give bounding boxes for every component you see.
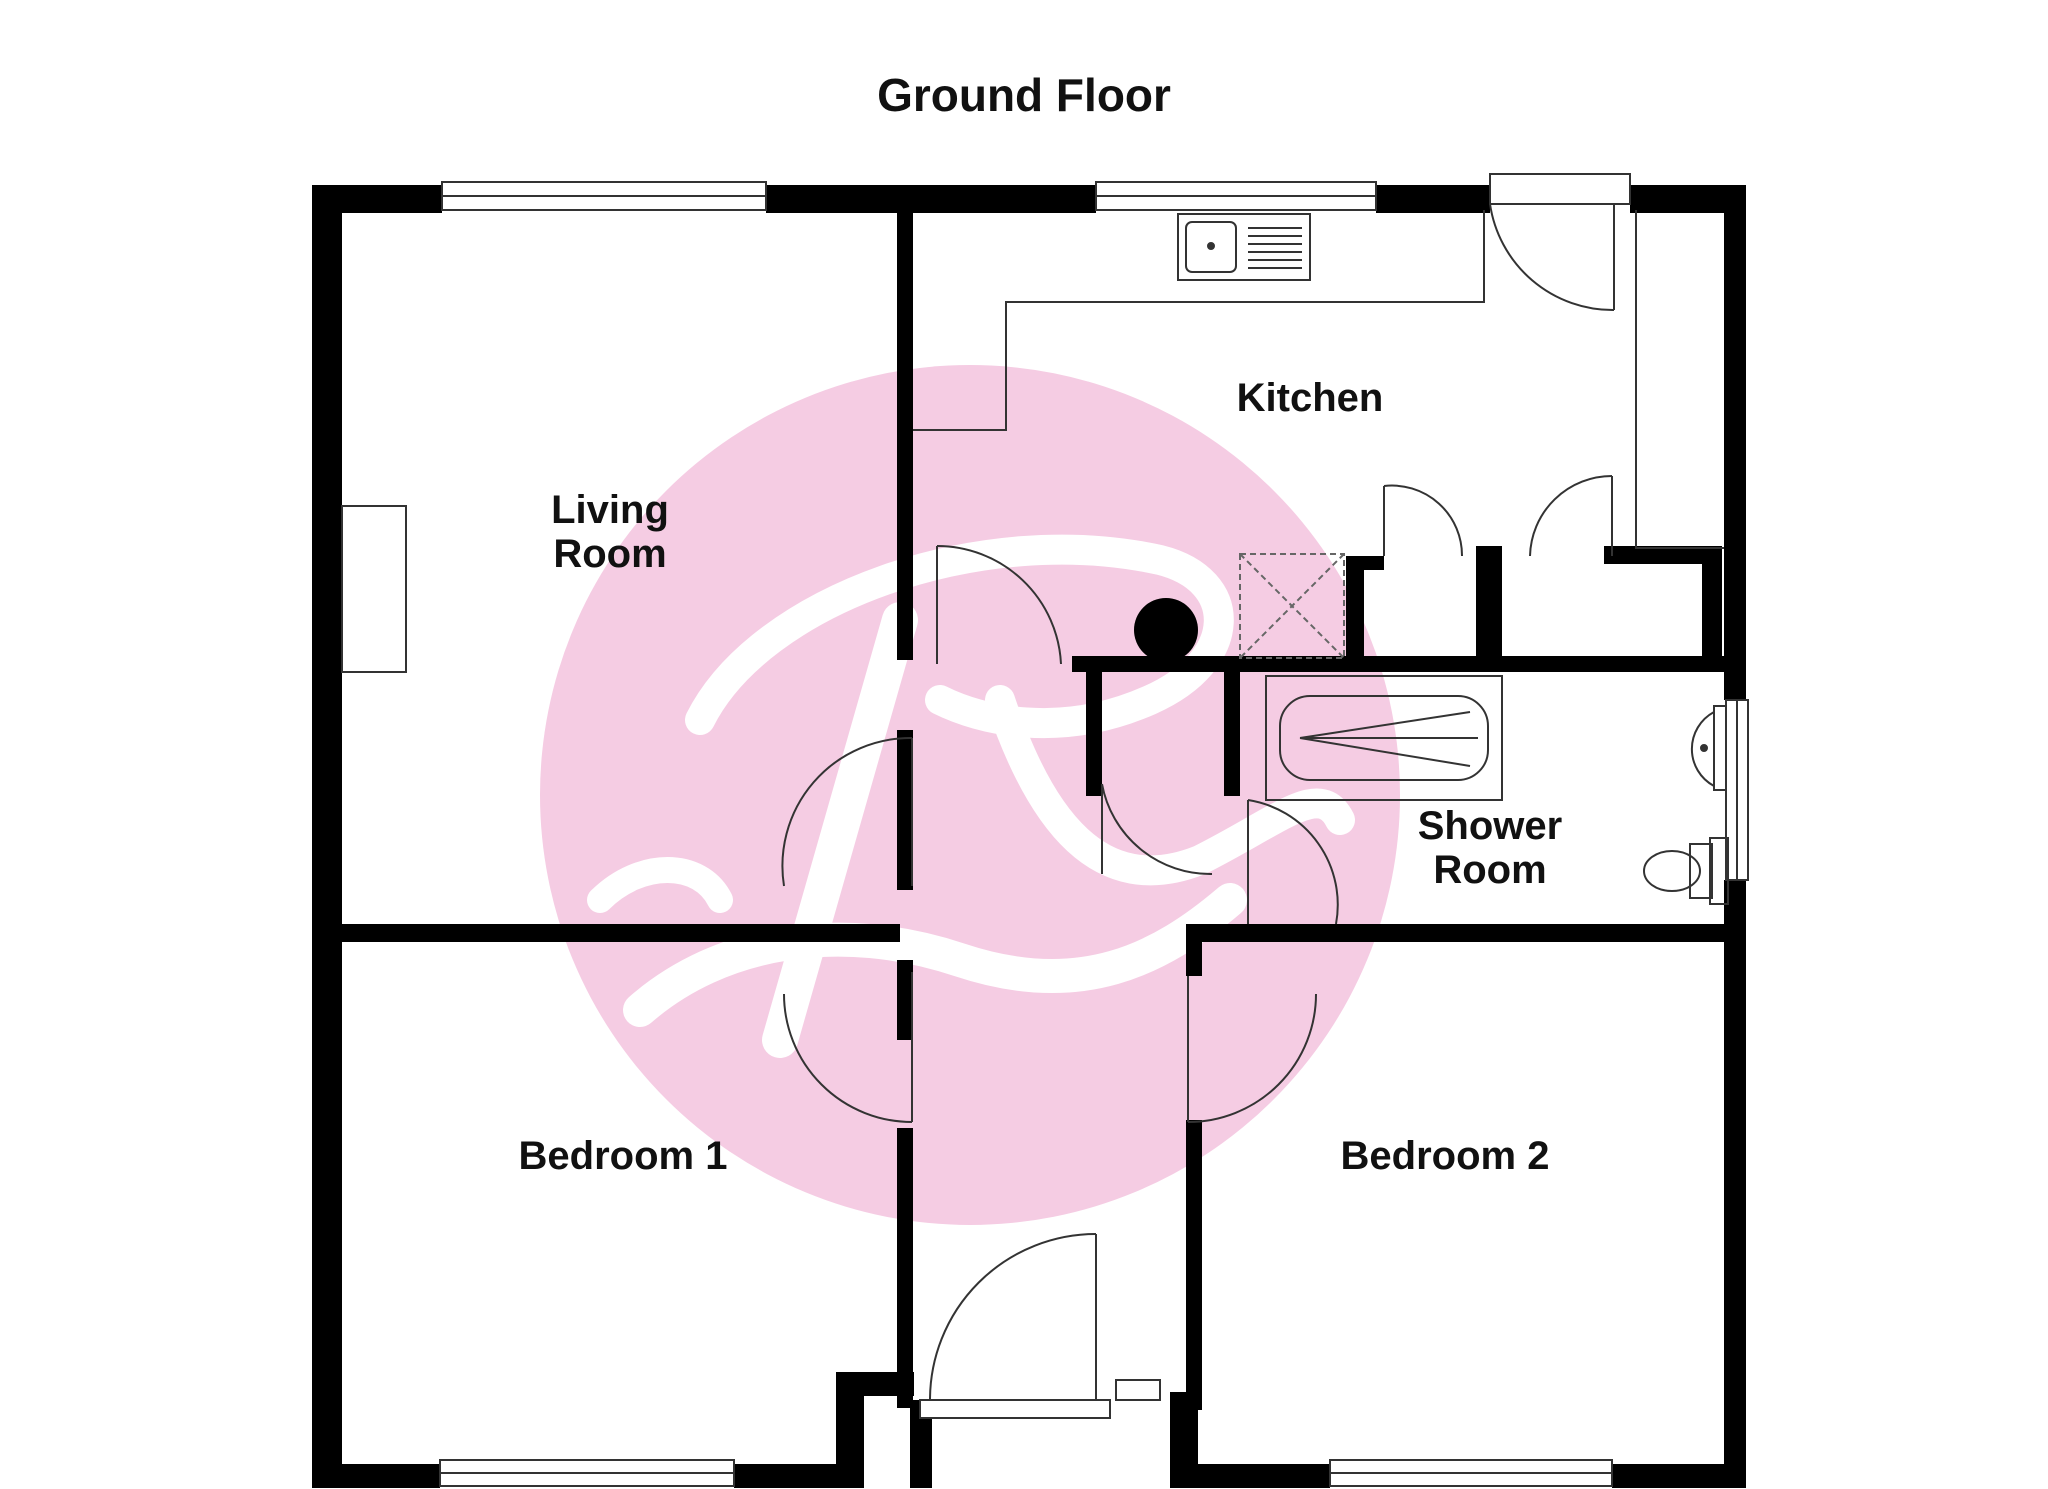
living-room-label-line1: Living bbox=[551, 488, 669, 532]
exterior-walls bbox=[312, 185, 1746, 1488]
toilet-icon bbox=[1643, 837, 1729, 905]
room-label-bedroom-2: Bedroom 2 bbox=[1340, 1134, 1550, 1178]
room-label-living-room: Living Room bbox=[540, 488, 680, 576]
watermark-logo bbox=[540, 365, 1400, 1225]
room-label-bedroom-1: Bedroom 1 bbox=[518, 1134, 728, 1178]
washbasin-icon bbox=[1690, 705, 1727, 791]
bath-icon bbox=[1265, 675, 1503, 801]
shower-room-label-line2: Room bbox=[1433, 848, 1547, 892]
shower-room-label-line1: Shower bbox=[1417, 804, 1563, 848]
doors bbox=[781, 173, 1631, 1419]
windows bbox=[439, 181, 1749, 1487]
room-label-kitchen: Kitchen bbox=[1236, 376, 1384, 420]
floor-title: Ground Floor bbox=[877, 69, 1171, 121]
interior-walls bbox=[340, 210, 1732, 1410]
cupboard-cross bbox=[1239, 553, 1345, 659]
living-room-label-line2: Room bbox=[553, 532, 667, 576]
kitchen-worktops bbox=[913, 210, 1724, 549]
room-label-shower-room: Shower Room bbox=[1400, 804, 1580, 892]
fireplace bbox=[341, 505, 407, 673]
sink-icon bbox=[1177, 213, 1311, 281]
boiler-icon bbox=[1134, 598, 1198, 662]
